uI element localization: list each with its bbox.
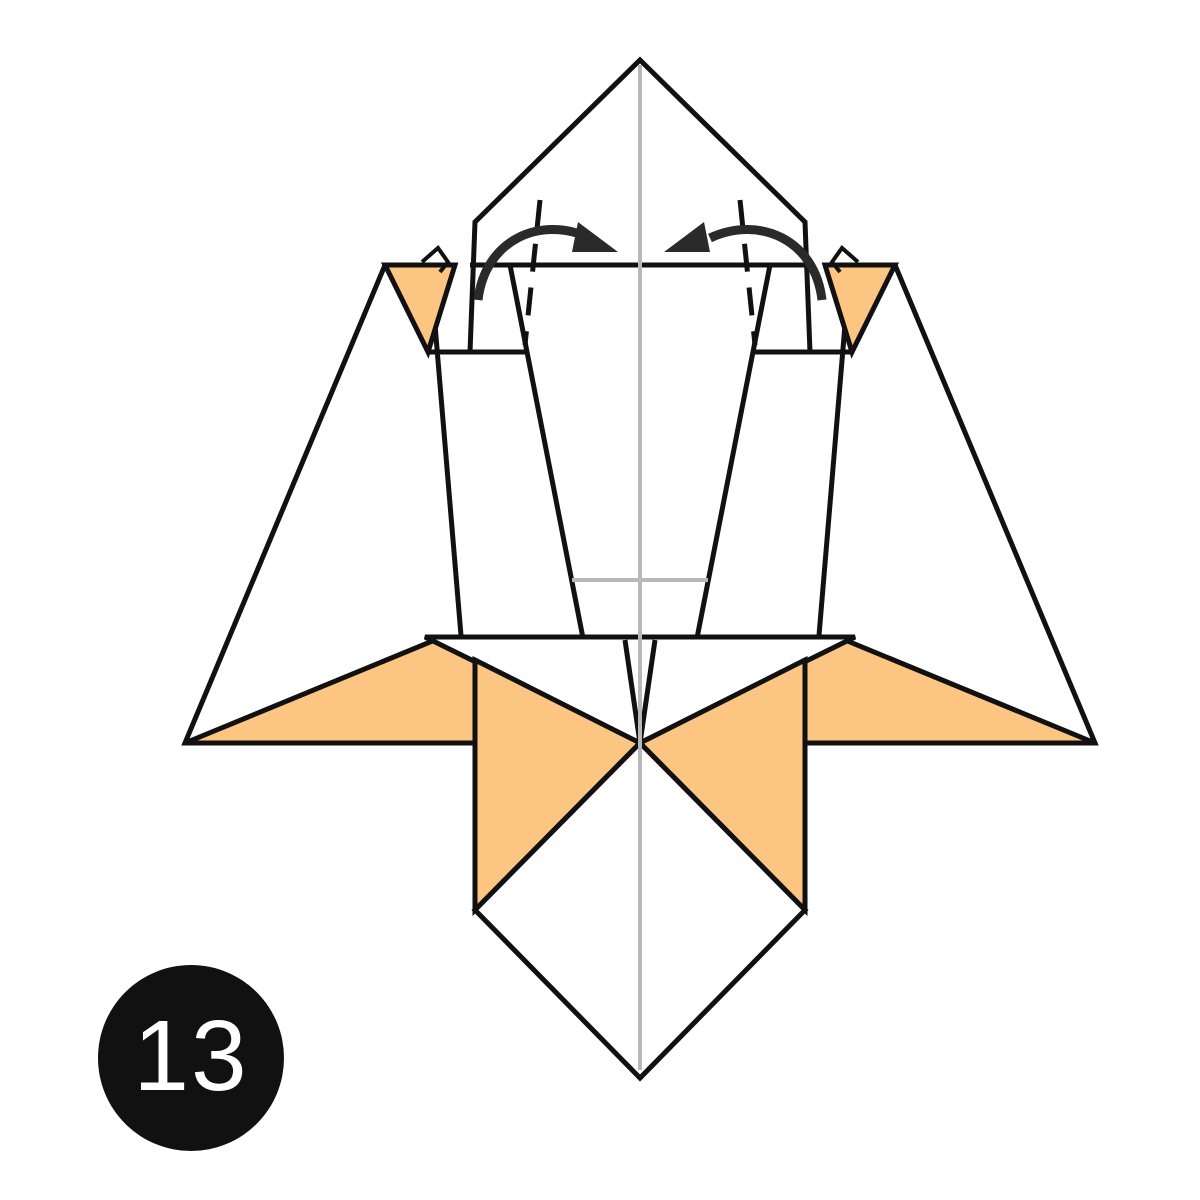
neck-center-right [637, 639, 658, 744]
top-right-orange-flap [821, 262, 900, 359]
right-valley-fold-line [737, 199, 758, 346]
step-number-label: 13 [133, 1000, 249, 1112]
right-pleat-mark [829, 245, 860, 274]
top-left-orange-flap [380, 262, 459, 359]
neck-center-left [622, 639, 643, 744]
step-number-badge: 13 [98, 965, 284, 1151]
left-fold-arrowhead-icon [572, 222, 618, 252]
left-pleat-mark [420, 245, 451, 274]
left-fold-arrow-icon [473, 225, 592, 301]
left-valley-fold-line [522, 199, 543, 346]
right-fold-arrowhead-icon [664, 222, 710, 252]
right-fold-arrow-icon [708, 225, 827, 301]
